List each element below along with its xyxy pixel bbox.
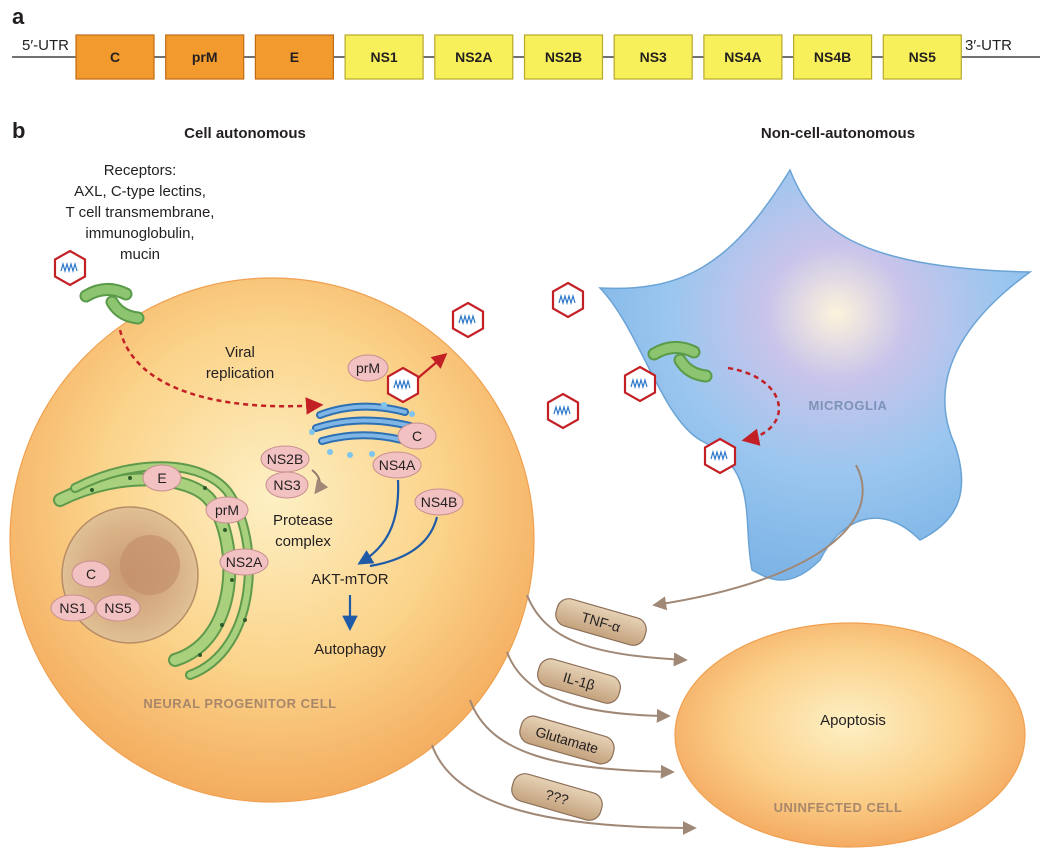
protease-complex-label: complex	[275, 533, 331, 550]
receptors-line: T cell transmembrane,	[66, 204, 215, 221]
protein-ns4a: NS4A	[372, 451, 422, 479]
microglia-label: MICROGLIA	[809, 398, 888, 413]
autophagy-label: Autophagy	[314, 641, 386, 658]
svg-text:NS4A: NS4A	[379, 457, 416, 473]
nucleolus	[120, 535, 180, 595]
protein-ns1: NS1	[50, 594, 96, 622]
golgi	[309, 402, 415, 458]
factor-pill: ???	[511, 773, 603, 821]
npc-label: NEURAL PROGENITOR CELL	[143, 696, 336, 711]
svg-text:NS3: NS3	[273, 477, 300, 493]
factor-pill: Glutamate	[519, 715, 615, 765]
genome-segment-ns2a: NS2A	[434, 34, 514, 80]
factor-arrow	[431, 744, 697, 835]
entry-arrow	[118, 329, 324, 415]
protein-ns3: NS3	[265, 471, 309, 499]
genome-segment-e: E	[254, 34, 334, 80]
protein-ns4b: NS4B	[414, 488, 464, 516]
protease-arrow	[311, 469, 329, 495]
genome-segment-c: C	[75, 34, 155, 80]
utr3-label: 3′-UTR	[965, 37, 1012, 54]
genome-segment-label: E	[290, 49, 299, 65]
protein-ns2a: NS2A	[219, 548, 269, 576]
microglia-uptake-arrow	[727, 366, 781, 446]
genome-segment-ns4a: NS4A	[703, 34, 783, 80]
factor-pill: TNF-α	[555, 598, 647, 646]
genome-segment-ns1: NS1	[344, 34, 424, 80]
cell-autonomous-title: Cell autonomous	[184, 125, 306, 142]
svg-text:NS5: NS5	[104, 600, 131, 616]
virus-particle	[623, 365, 657, 403]
genome-segment-label: NS2A	[455, 49, 492, 65]
uninfected-cell	[674, 622, 1026, 848]
receptors-line: Receptors:	[104, 162, 177, 179]
genome-segment-label: NS3	[640, 49, 667, 65]
viral-replication-label: replication	[206, 365, 274, 382]
protein-ns2b: NS2B	[260, 445, 310, 473]
genome-segment-label: C	[110, 49, 120, 65]
genome-segment-ns4b: NS4B	[792, 34, 873, 80]
receptors-line: mucin	[120, 246, 160, 263]
non-cell-autonomous-title: Non-cell-autonomous	[761, 125, 915, 142]
svg-text:NS4B: NS4B	[421, 494, 458, 510]
ns4b-arrow	[369, 516, 439, 568]
factor-arrow	[506, 651, 671, 723]
exit-arrow	[417, 353, 448, 379]
protein-prm-er: prM	[205, 496, 249, 524]
microglia-to-apoptosis-arrow	[652, 464, 864, 611]
virus-particle	[451, 301, 485, 339]
genome-segment-label: NS4B	[814, 49, 851, 65]
virus-particle	[386, 366, 420, 404]
svg-text:C: C	[412, 428, 422, 444]
panel-b-letter: b	[12, 118, 25, 143]
svg-text:???: ???	[544, 786, 571, 808]
virus-particle	[551, 281, 585, 319]
svg-text:NS1: NS1	[59, 600, 86, 616]
genome-segment-ns2b: NS2B	[523, 34, 604, 80]
genome-segment-ns3: NS3	[613, 34, 693, 80]
apoptosis-label: Apoptosis	[820, 712, 886, 729]
uninfected-label: UNINFECTED CELL	[774, 800, 903, 815]
factor-arrow	[526, 594, 688, 667]
svg-text:E: E	[157, 470, 166, 486]
genome-segment-label: NS4A	[724, 49, 761, 65]
factor-arrow	[469, 699, 675, 779]
protein-c-nucleus: C	[71, 560, 111, 588]
svg-text:prM: prM	[215, 502, 239, 518]
protein-e: E	[142, 464, 182, 492]
svg-text:NS2A: NS2A	[226, 554, 263, 570]
ns4a-arrow	[357, 479, 400, 565]
genome-segment-prm: prM	[165, 34, 245, 80]
svg-text:NS2B: NS2B	[267, 451, 304, 467]
svg-text:prM: prM	[356, 360, 380, 376]
akt-mtor-label: AKT-mTOR	[311, 571, 388, 588]
receptors-text: Receptors: AXL, C-type lectins, T cell t…	[66, 162, 215, 263]
panel-a-letter: a	[12, 4, 25, 29]
protein-prm-top: prM	[347, 354, 389, 382]
genome-segment-label: NS5	[909, 49, 936, 65]
endoplasmic-reticulum	[53, 461, 254, 680]
genome-segment-label: prM	[192, 49, 218, 65]
protease-complex-label: Protease	[273, 512, 333, 529]
utr5-label: 5′-UTR	[22, 37, 69, 54]
protein-c-top: C	[397, 422, 437, 450]
genome-segment-ns5: NS5	[882, 34, 962, 80]
receptors-line: AXL, C-type lectins,	[74, 183, 206, 200]
viral-proteins: prM C NS2B NS3 NS4A NS4B E prM NS2A C NS…	[50, 354, 464, 622]
microglia-cell	[598, 168, 1033, 581]
genome-segment-label: NS1	[370, 49, 397, 65]
npc-receptor	[86, 289, 138, 318]
factor-pill: IL-1β	[537, 658, 621, 704]
receptors-line: immunoglobulin,	[85, 225, 194, 242]
virus-particle	[53, 249, 87, 287]
protein-ns5: NS5	[95, 594, 141, 622]
svg-text:C: C	[86, 566, 96, 582]
virus-particle	[703, 437, 737, 475]
genome-segment-label: NS2B	[545, 49, 582, 65]
viral-replication-label: Viral	[225, 344, 255, 361]
virus-particle	[546, 392, 580, 430]
